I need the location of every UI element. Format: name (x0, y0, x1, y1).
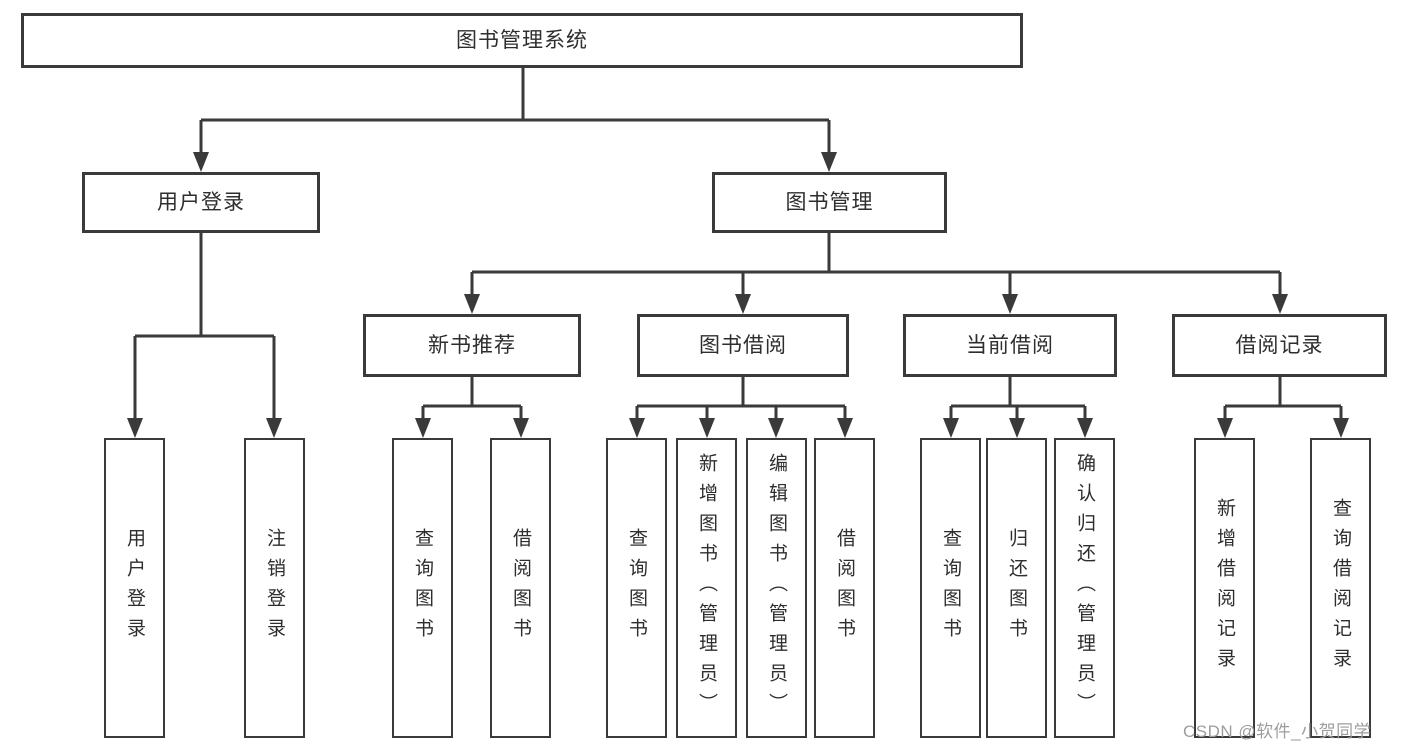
leaf-label: 归还图书 (1006, 528, 1027, 648)
leaf-label: 查询借阅记录 (1330, 498, 1351, 678)
leaf-return-books: 归还图书 (986, 438, 1047, 738)
leaf-label: 新增图书（管理员） (696, 453, 717, 723)
leaf-edit-books-admin: 编辑图书（管理员） (746, 438, 807, 738)
leaf-label: 借阅图书 (510, 528, 531, 648)
leaf-query-borrow-record: 查询借阅记录 (1310, 438, 1371, 738)
leaf-label: 借阅图书 (834, 528, 855, 648)
leaf-query-books: 查询图书 (606, 438, 667, 738)
leaf-user-login: 用户登录 (104, 438, 165, 738)
node-label: 图书管理系统 (456, 28, 588, 52)
leaf-label: 注销登录 (264, 528, 285, 648)
node-book-borrow: 图书借阅 (637, 314, 849, 377)
leaf-query-books: 查询图书 (392, 438, 453, 738)
node-borrow-records: 借阅记录 (1172, 314, 1387, 377)
leaf-label: 新增借阅记录 (1214, 498, 1235, 678)
leaf-add-books-admin: 新增图书（管理员） (676, 438, 737, 738)
node-user-login: 用户登录 (82, 172, 320, 233)
leaf-label: 编辑图书（管理员） (766, 453, 787, 723)
leaf-label: 用户登录 (124, 528, 145, 648)
leaf-label: 查询图书 (940, 528, 961, 648)
node-label: 图书管理 (785, 190, 874, 214)
leaf-confirm-return-admin: 确认归还（管理员） (1054, 438, 1115, 738)
node-label: 图书借阅 (699, 333, 787, 357)
leaf-label: 查询图书 (626, 528, 647, 648)
node-label: 当前借阅 (966, 333, 1054, 357)
leaf-add-borrow-record: 新增借阅记录 (1194, 438, 1255, 738)
node-label: 新书推荐 (428, 333, 516, 357)
csdn-watermark: CSDN @软件_小贺同学 (1183, 722, 1372, 741)
leaf-query-books: 查询图书 (920, 438, 981, 738)
node-label: 用户登录 (157, 190, 245, 214)
node-label: 借阅记录 (1235, 333, 1324, 357)
leaf-borrow-books: 借阅图书 (814, 438, 875, 738)
leaf-logout: 注销登录 (244, 438, 305, 738)
leaf-label: 确认归还（管理员） (1074, 453, 1095, 723)
leaf-label: 查询图书 (412, 528, 433, 648)
node-current-borrow: 当前借阅 (903, 314, 1117, 377)
arrowheads (127, 152, 1349, 438)
node-new-book-recommend: 新书推荐 (363, 314, 581, 377)
leaf-borrow-books: 借阅图书 (490, 438, 551, 738)
node-library-management-system: 图书管理系统 (21, 13, 1023, 68)
node-book-management: 图书管理 (712, 172, 947, 233)
